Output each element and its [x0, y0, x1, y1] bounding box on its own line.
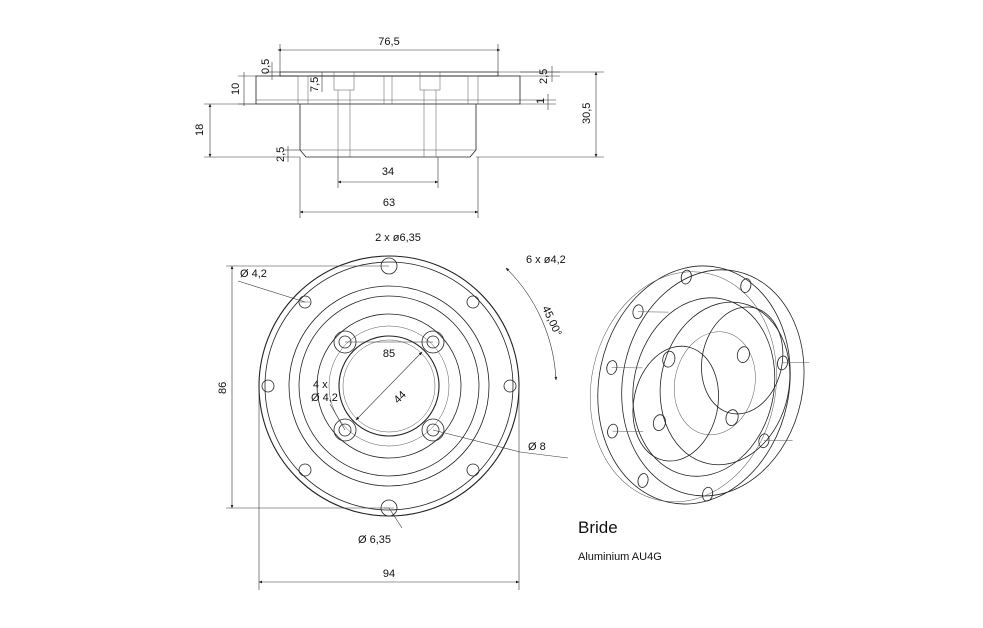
side-view: [255, 71, 521, 158]
dim-body-width: 63: [383, 197, 395, 209]
label-counterbore: Ø 8: [528, 441, 546, 453]
dim-overall-width: 76,5: [378, 36, 399, 48]
dim-right-step: 1: [535, 98, 547, 104]
part-name: Bride: [578, 518, 618, 537]
label-bore: 44: [392, 389, 409, 406]
dim-top-right-chamfer: 2,5: [538, 69, 550, 84]
label-hole-left: Ø 4,2: [240, 268, 267, 280]
dim-flange-height: 10: [230, 83, 242, 95]
label-ring-holes: 6 x ø4,2: [526, 254, 566, 266]
label-bolt-circle: 85: [383, 348, 395, 360]
label-angle: 45,00°: [539, 304, 563, 338]
dim-overall-height: 30,5: [581, 103, 593, 124]
dim-boss-offset: 7,5: [309, 77, 321, 92]
label-top-holes: 2 x ø6,35: [375, 232, 421, 244]
side-view-dimensions: 76,5 0,5 10 7,5 18 2,5 2,5 1: [194, 36, 604, 218]
label-hole-pattern-dia: Ø 4,2: [311, 392, 338, 404]
label-hole-pattern-count: 4 x: [313, 379, 328, 391]
dim-total-step: 18: [194, 124, 206, 136]
label-bottom-hole: Ø 6,35: [358, 534, 391, 546]
isometric-view: [589, 265, 810, 505]
dim-lip-top: 0,5: [260, 59, 272, 74]
part-material: Aluminium AU4G: [578, 551, 662, 563]
label-width: 94: [383, 568, 395, 580]
dim-bottom-chamfer: 2,5: [275, 147, 287, 162]
label-height: 86: [217, 382, 229, 394]
dim-inner-width: 34: [382, 166, 394, 178]
